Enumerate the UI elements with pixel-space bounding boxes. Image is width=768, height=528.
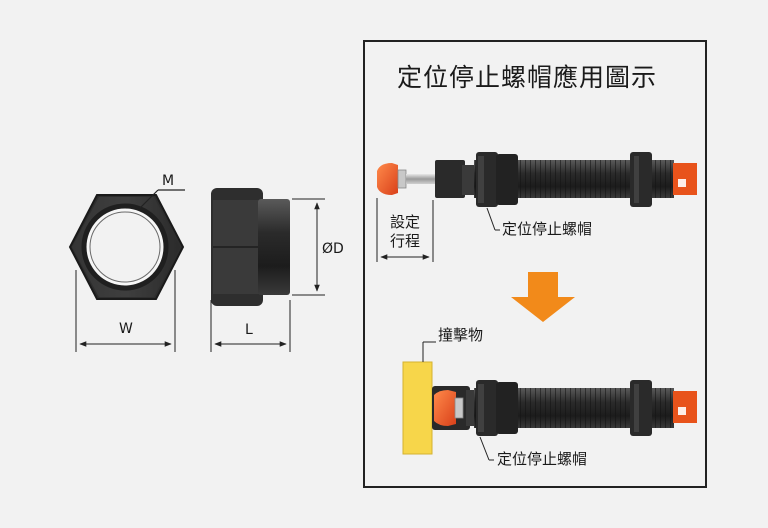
stroke-setting-label-line1: 設定	[390, 213, 421, 231]
down-arrow-icon	[511, 272, 575, 322]
impact-object-label: 撞擊物	[438, 326, 484, 344]
stroke-dimension	[376, 198, 434, 262]
nut-side-view	[211, 188, 290, 306]
m-label: M	[162, 173, 175, 189]
panel-title: 定位停止螺帽應用圖示	[397, 63, 658, 92]
w-dimension	[75, 270, 176, 352]
stop-nut-label-top: 定位停止螺帽	[502, 220, 593, 238]
l-dimension	[210, 300, 291, 352]
impact-object-leader	[422, 341, 436, 362]
stop-nut-leader-top	[486, 207, 500, 231]
l-label: L	[245, 322, 253, 338]
stop-nut-leader-bottom	[479, 436, 494, 461]
m-dimension-leader	[139, 189, 185, 209]
shock-absorber-extended	[377, 152, 697, 207]
stroke-setting-label-line2: 行程	[390, 232, 421, 250]
w-label: W	[119, 321, 133, 337]
d-label: ØD	[322, 241, 344, 257]
hex-nut-front-view	[68, 194, 185, 300]
impact-object	[402, 361, 433, 455]
d-dimension	[292, 198, 325, 296]
stop-nut-label-bottom: 定位停止螺帽	[497, 450, 588, 468]
shock-absorber-compressed	[432, 380, 697, 436]
